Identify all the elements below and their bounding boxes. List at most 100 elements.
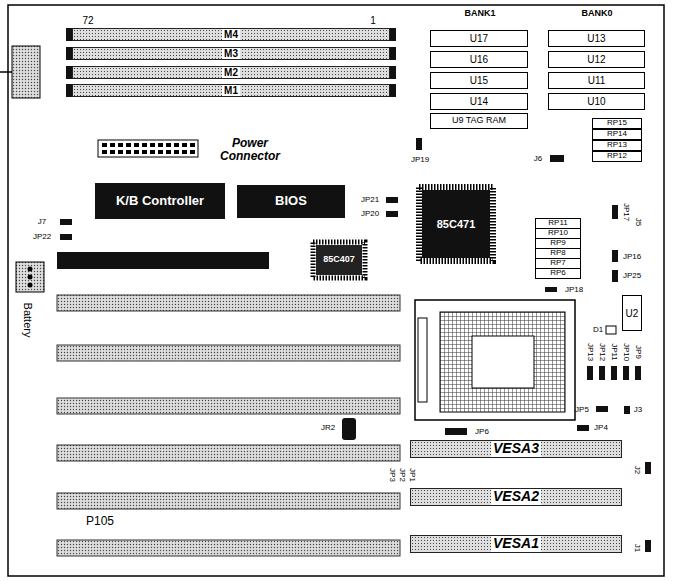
diode [606,326,616,334]
part-name: K/B Controller [116,194,204,208]
part-name: U10 [587,96,605,107]
jumper [60,219,72,225]
isa-slot [57,493,400,509]
part-name: BIOS [275,194,307,208]
part-name: U11 [588,75,606,86]
part-name: RP6 [550,269,566,278]
isa-slot [57,345,400,361]
connector-label: Power Connector [210,137,290,163]
part-name: VESA3 [491,441,541,456]
connector-label: J1 [633,544,642,552]
jumper [645,540,651,552]
jumper [611,366,617,380]
simm-slot: M1 [72,84,390,97]
jumper [612,205,618,219]
jumper-label: JP4 [594,424,608,433]
jumper-label: JP11 [610,343,619,361]
bank-label: BANK0 [581,9,612,19]
part-name: U2 [626,308,639,319]
vesa-slot: VESA1 [410,535,622,553]
part-name: VESA1 [491,536,541,551]
bios-chip: BIOS [237,185,345,218]
jumper-label: JP25 [623,272,641,281]
power-connector [98,140,198,157]
jumper [612,250,618,262]
chipset-chip: 85C471 [422,190,490,258]
memory-chip: U15 [430,72,528,89]
memory-chip: U10 [548,93,645,110]
connector-label: J6 [534,155,542,164]
jumper [624,406,630,414]
chip-pins [313,242,365,278]
isa-slot [57,295,400,311]
memory-chip: U12 [548,51,645,68]
jumper-label: JP5 [575,406,589,415]
part-name: RP8 [550,249,566,258]
part-name: M2 [222,67,240,78]
part-name: 85C471 [437,218,476,230]
part-name: RP15 [607,119,627,128]
resistor-pack: RP13 [592,140,642,151]
simm-clip [390,28,396,41]
socket-center [472,336,534,388]
simm-clip [390,66,396,79]
jumper [577,425,589,431]
resistor-pack: RP6 [535,268,581,279]
part-name: RP14 [607,130,627,139]
jumper [386,211,398,217]
memory-chip: U17 [430,30,528,47]
isa-slot [57,540,400,556]
part-name: M1 [222,85,240,96]
isa-8bit-slot [57,252,269,269]
small-chip: U2 [622,295,642,331]
part-name: RP10 [548,229,568,238]
jumper [623,366,629,380]
jumper-label: JP9 [634,345,643,359]
tag-ram-chip: U9 TAG RAM [430,113,528,129]
cpu-socket [415,300,575,420]
jumper-label: JP12 [598,343,607,361]
memory-chip: U11 [548,72,645,89]
connector-label: Battery [22,303,34,338]
simm-clip [390,47,396,60]
jumper-label: JP1 [408,468,417,482]
controller-chip: K/B Controller [95,183,225,219]
connector-label: J7 [38,218,46,227]
connector-pins [102,143,196,147]
part-name: U13 [587,33,605,44]
isa-slot [57,398,400,414]
part-name: M4 [222,29,240,40]
simm-clip [390,84,396,97]
jumper-label: JP10 [622,343,631,361]
jumper-label: JP6 [475,428,489,437]
pin-number: 72 [82,15,93,26]
jumper-label: JP16 [623,253,641,262]
jumper-label: JP2 [398,468,407,482]
simm-slot: M2 [72,66,390,79]
part-name: RP9 [550,239,566,248]
jumper-label: JP20 [361,210,379,219]
battery-pin [28,283,33,288]
isa-slot [57,445,400,461]
part-name: U9 TAG RAM [452,116,506,126]
jumper-label: JP18 [565,286,583,295]
chipset-chip: 85C407 [316,245,362,275]
jumper-label: JP3 [388,468,397,482]
jumper [545,287,557,292]
part-name: U16 [470,54,488,65]
memory-chip: U14 [430,93,528,110]
pin-number: 1 [370,15,376,26]
memory-chip: U16 [430,51,528,68]
connector-pins [102,150,196,154]
part-name: RP12 [607,152,627,161]
jumper [416,138,422,150]
jumper [635,366,641,380]
socket-lever [418,318,427,402]
connector-label: J5 [634,218,643,226]
jumper [599,366,605,380]
part-name: 85C407 [323,255,355,265]
jumper-block [445,428,467,435]
jumper [612,270,618,282]
board-outline [8,5,664,576]
jumper [645,462,651,474]
